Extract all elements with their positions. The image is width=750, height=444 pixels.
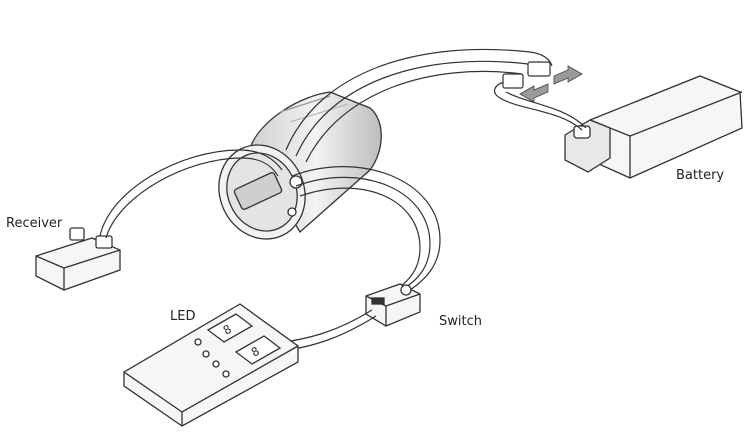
- receiver-unit: [35, 227, 121, 291]
- switch-label: Switch: [439, 314, 482, 329]
- led-label: LED: [170, 309, 196, 324]
- battery-label: Battery: [676, 168, 725, 183]
- controller-battery-lead: [285, 48, 553, 163]
- battery-connector: [502, 61, 551, 89]
- switch-wire: [291, 166, 441, 291]
- battery-pack: [564, 75, 743, 179]
- led-panel: [123, 303, 299, 427]
- battery-wires: [493, 81, 587, 131]
- connect-arrows: [519, 65, 583, 103]
- receiver-wire: [99, 149, 283, 239]
- switch-unit: [365, 283, 421, 327]
- controller-unit: [218, 91, 382, 240]
- receiver-label: Receiver: [6, 216, 63, 231]
